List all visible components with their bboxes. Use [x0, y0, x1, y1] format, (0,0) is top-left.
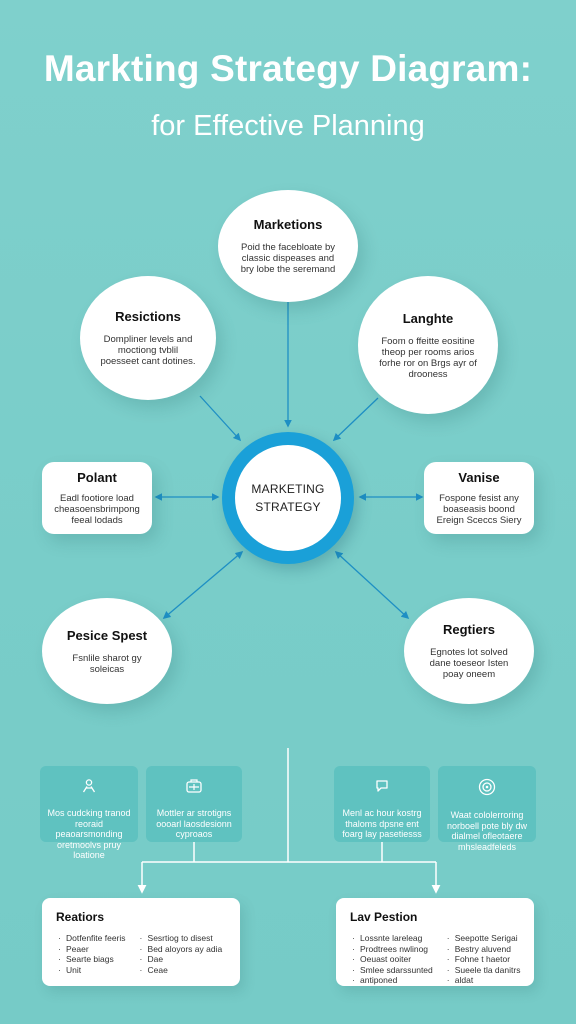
connector-lower-left — [162, 550, 244, 620]
card-3: Menl ac hour kostrg thaloms dpsne ent fo… — [334, 766, 430, 842]
node-vanise: Vanise Fospone fesist any boaseasis boon… — [424, 462, 534, 534]
list-item: Prodtrees nwlinog — [352, 944, 433, 955]
card-2: Mottler ar strotigns oooarl laosdesionn … — [146, 766, 242, 842]
node-resictions-text: Dompliner levels and moctiong tvblil poe… — [100, 334, 196, 367]
node-marketions-title: Marketions — [253, 217, 323, 232]
box-lav-pestion: Lav Pestion Lossnte lareleag Prodtrees n… — [336, 898, 534, 986]
center-inner: MARKETING STRATEGY — [235, 445, 341, 551]
node-vanise-title: Vanise — [458, 470, 500, 485]
list-item: Smlee sdarssunted — [352, 965, 433, 976]
node-regtiers-text: Egnotes lot solved dane toeseor Isten po… — [429, 647, 509, 680]
node-regtiers: Regtiers Egnotes lot solved dane toeseor… — [404, 598, 534, 704]
list-item: Dotfenfite feeris — [58, 933, 125, 944]
node-polant-text: Eadl footiore load cheasoensbrimpong fee… — [54, 493, 140, 526]
node-marketions-text: Poid the facebloate by classic dispeases… — [240, 242, 336, 275]
list-item: Lossnte lareleag — [352, 933, 433, 944]
node-langhte-text: Foom o ffeitte eositine theop per rooms … — [379, 335, 477, 380]
node-pesice-spest-title: Pesice Spest — [66, 627, 148, 643]
chat-icon — [374, 778, 390, 798]
person-icon — [81, 778, 97, 798]
card-1-text: Mos cudcking tranod reoraid peaoarsmondi… — [47, 808, 131, 860]
list-item: Oeuast ooiter — [352, 954, 433, 965]
target-icon — [478, 778, 496, 800]
list-item: Fohne t haetor — [447, 954, 521, 965]
list-item: Bed aloyors ay adia — [140, 944, 223, 955]
node-polant: Polant Eadl footiore load cheasoensbrimp… — [42, 462, 152, 534]
box-lav-pestion-list-2: Seepotte Serigai Bestry aluvend Fohne t … — [445, 933, 521, 986]
briefcase-icon — [185, 778, 203, 798]
box-reatiors-list-2: Sesrtiog to disest Bed aloyors ay adia D… — [138, 933, 223, 975]
center-marketing-strategy: MARKETING STRATEGY — [222, 432, 354, 564]
list-item: Dae — [140, 954, 223, 965]
card-1: Mos cudcking tranod reoraid peaoarsmondi… — [40, 766, 138, 860]
connector-upper-right — [332, 397, 379, 442]
list-item: Unit — [58, 965, 126, 976]
diagram-title: Markting Strategy Diagram: — [43, 48, 533, 89]
list-item: Sueele tla danitrs — [447, 965, 521, 976]
card-4-text: Waat cololerroring norboell pote bly dw … — [446, 810, 528, 852]
list-item: Searte biags — [58, 954, 126, 965]
box-reatiors-list-1: Dotfenfite feeris Peaer Searte biags Uni… — [56, 933, 126, 976]
list-item: Bestry aluvend — [447, 944, 521, 955]
center-line-2: STRATEGY — [255, 500, 321, 514]
node-vanise-text: Fospone fesist any boaseasis boond Ereig… — [436, 493, 522, 526]
node-pesice-spest: Pesice Spest Fsnlile sharot gy soleicas — [42, 598, 172, 704]
center-line-1: MARKETING — [251, 482, 325, 496]
list-item: aldat — [447, 975, 521, 986]
node-resictions: Resictions Dompliner levels and moctiong… — [80, 276, 216, 400]
box-lav-pestion-list-1: Lossnte lareleag Prodtrees nwlinog Oeuas… — [350, 933, 433, 986]
box-reatiors-title: Reatiors — [56, 910, 105, 924]
diagram-subtitle: for Effective Planning — [151, 110, 425, 142]
card-3-text: Menl ac hour kostrg thaloms dpsne ent fo… — [342, 808, 422, 839]
list-item: Ceae — [140, 965, 223, 976]
node-resictions-title: Resictions — [115, 309, 181, 324]
box-lav-pestion-title: Lav Pestion — [350, 910, 418, 924]
node-pesice-spest-text: Fsnlile sharot gy soleicas — [72, 652, 142, 675]
list-item: Seepotte Serigai — [447, 933, 521, 944]
node-marketions-circle: Marketions Poid the facebloate by classi… — [218, 190, 358, 302]
card-4: Waat cololerroring norboell pote bly dw … — [438, 766, 536, 852]
connector-lower-right — [334, 550, 410, 620]
box-reatiors-columns: Dotfenfite feeris Peaer Searte biags Uni… — [56, 933, 228, 975]
list-item: Peaer — [58, 944, 126, 955]
node-polant-title: Polant — [77, 470, 117, 485]
card-2-text: Mottler ar strotigns oooarl laosdesionn … — [156, 808, 232, 839]
node-regtiers-title: Regtiers — [442, 622, 496, 637]
connector-upper-left — [199, 395, 242, 442]
box-lav-pestion-columns: Lossnte lareleag Prodtrees nwlinog Oeuas… — [350, 933, 522, 986]
list-item: Sesrtiog to disest — [140, 933, 223, 944]
node-langhte: Langhte Foom o ffeitte eositine theop pe… — [358, 276, 498, 414]
node-langhte-title: Langhte — [402, 310, 454, 326]
list-item: antiponed — [352, 975, 433, 986]
box-reatiors: Reatiors Dotfenfite feeris Peaer Searte … — [42, 898, 240, 986]
